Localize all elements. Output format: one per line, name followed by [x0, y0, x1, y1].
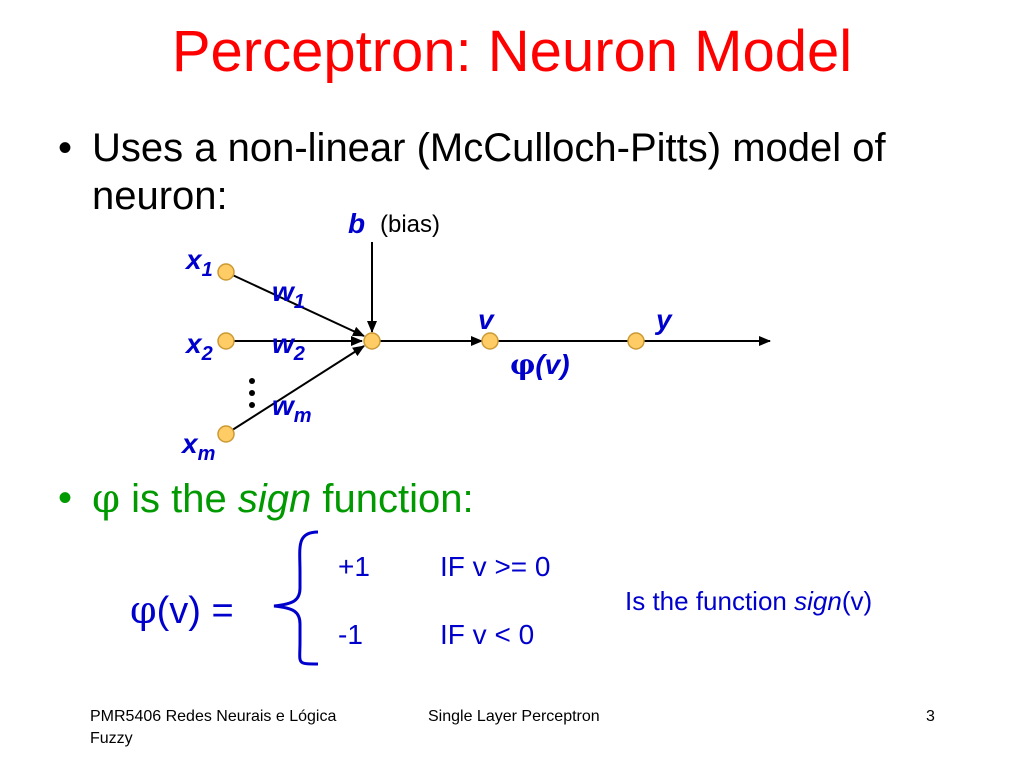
left-brace	[273, 530, 319, 666]
y-label: y	[656, 304, 672, 335]
node-x2	[217, 332, 235, 350]
equation-lhs: φ(v) =	[130, 588, 234, 632]
bias-symbol: b	[348, 208, 366, 239]
footer-topic: Single Layer Perceptron	[428, 708, 600, 725]
bullet-text: Uses a non-linear (McCulloch-Pitts) mode…	[92, 126, 886, 218]
node-xm	[217, 425, 235, 443]
sign-function-note: Is the function sign(v)	[625, 586, 873, 616]
weight-label-wm: wm	[272, 390, 312, 427]
node-x1	[217, 263, 235, 281]
weight-label-w1: w1	[272, 276, 305, 313]
weight-label-w2: w2	[272, 328, 305, 365]
ellipsis-dot	[249, 378, 255, 384]
input-label-xm: xm	[182, 428, 216, 465]
bullet-marker: •	[58, 126, 73, 170]
v-label: v	[478, 304, 494, 335]
bias-label: (bias)	[380, 211, 441, 238]
node-y	[627, 332, 645, 350]
footer-course: PMR5406 Redes Neurais e Lógica Fuzzy	[90, 708, 337, 747]
ellipsis-dot	[249, 402, 255, 408]
node-v	[481, 332, 499, 350]
input-label-x2: x2	[186, 328, 213, 365]
activation-label: φ(v)	[510, 348, 570, 381]
node-sum	[363, 332, 381, 350]
input-label-x1: x1	[186, 244, 213, 281]
slide-title: Perceptron: Neuron Model	[171, 19, 853, 84]
edge-xm	[225, 345, 365, 435]
case-value-positive: +1	[338, 551, 370, 582]
case-condition-positive: IF v >= 0	[440, 551, 551, 582]
bullet-marker: •	[58, 476, 73, 520]
bullet-text: φ is the sign function:	[92, 476, 474, 522]
ellipsis-dot	[249, 390, 255, 396]
case-value-negative: -1	[338, 619, 363, 650]
page-number: 3	[926, 708, 935, 725]
edge-x1	[225, 271, 365, 337]
case-condition-negative: IF v < 0	[440, 619, 535, 650]
